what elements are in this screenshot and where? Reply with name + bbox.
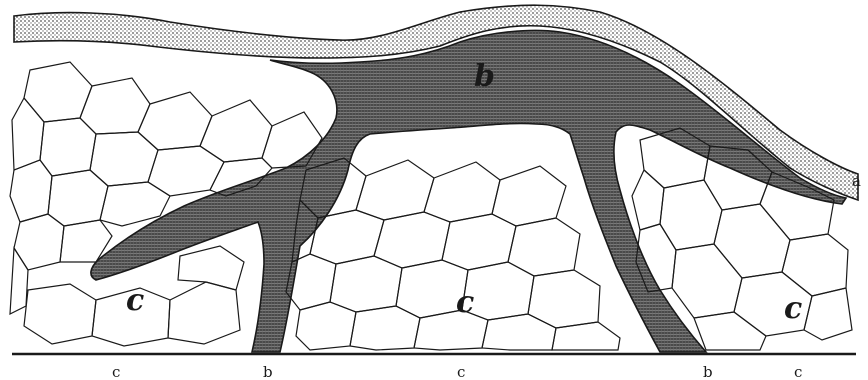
bottom-label-c-left: c [112,363,120,380]
label-c-right: c [784,291,802,326]
bottom-label-b-left: b [263,363,273,380]
label-b-vessel: b [474,59,495,94]
bottom-label-c-middle: c [457,363,465,380]
bottom-label-c-right: c [794,363,802,380]
label-c-middle: c [456,285,474,320]
bottom-label-b-right: b [703,363,713,380]
label-a: a [852,172,861,190]
label-c-left: c [126,283,144,318]
